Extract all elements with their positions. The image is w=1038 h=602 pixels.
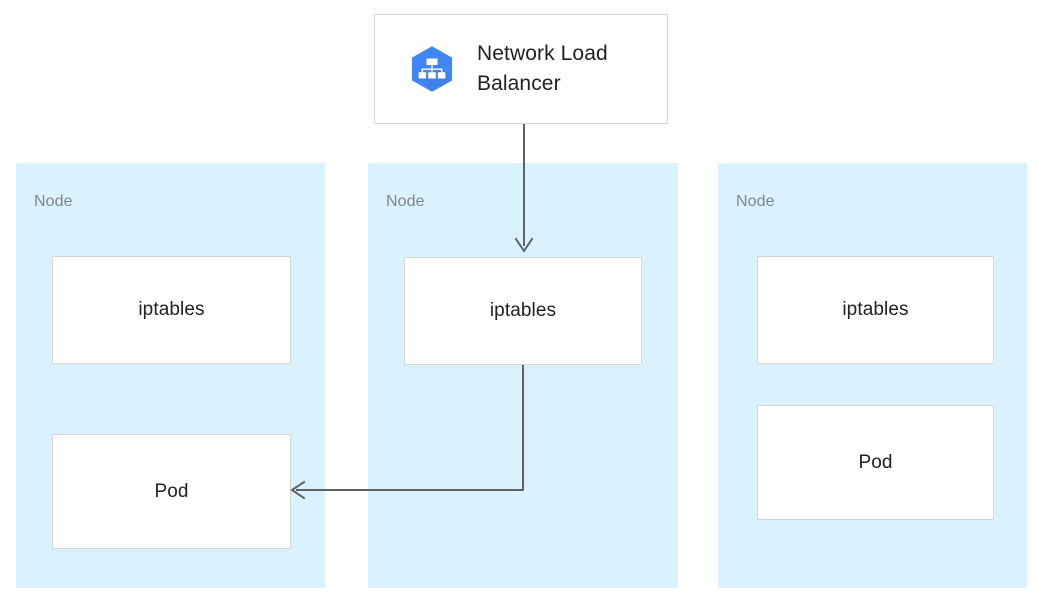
node-label-3: Node <box>736 193 775 210</box>
node-panel-3[interactable]: Node <box>718 163 1027 588</box>
pod-box-node-1[interactable]: Pod <box>52 434 291 549</box>
iptables-box-node-1[interactable]: iptables <box>52 256 291 364</box>
node-panel-2[interactable]: Node <box>368 163 678 588</box>
pod-box-node-3[interactable]: Pod <box>757 405 994 520</box>
network-load-balancer-label: Network Load Balancer <box>477 39 647 99</box>
network-load-balancer-card[interactable]: Network Load Balancer <box>374 14 668 124</box>
network-load-balancer-icon <box>411 46 453 92</box>
iptables-label-node-1: iptables <box>138 299 205 320</box>
pod-label-node-3: Pod <box>858 451 893 473</box>
iptables-box-node-3[interactable]: iptables <box>757 256 994 364</box>
nlb-label-line-1: Network Load <box>477 42 608 65</box>
iptables-label-node-2: iptables <box>489 300 557 321</box>
nlb-label-line-2: Balancer <box>477 72 561 95</box>
node-label-2: Node <box>386 193 425 210</box>
node-label-1: Node <box>34 193 73 210</box>
iptables-box-node-2[interactable]: iptables <box>404 257 642 365</box>
iptables-label-node-3: iptables <box>842 299 909 320</box>
pod-label-node-1: Pod <box>154 480 189 502</box>
